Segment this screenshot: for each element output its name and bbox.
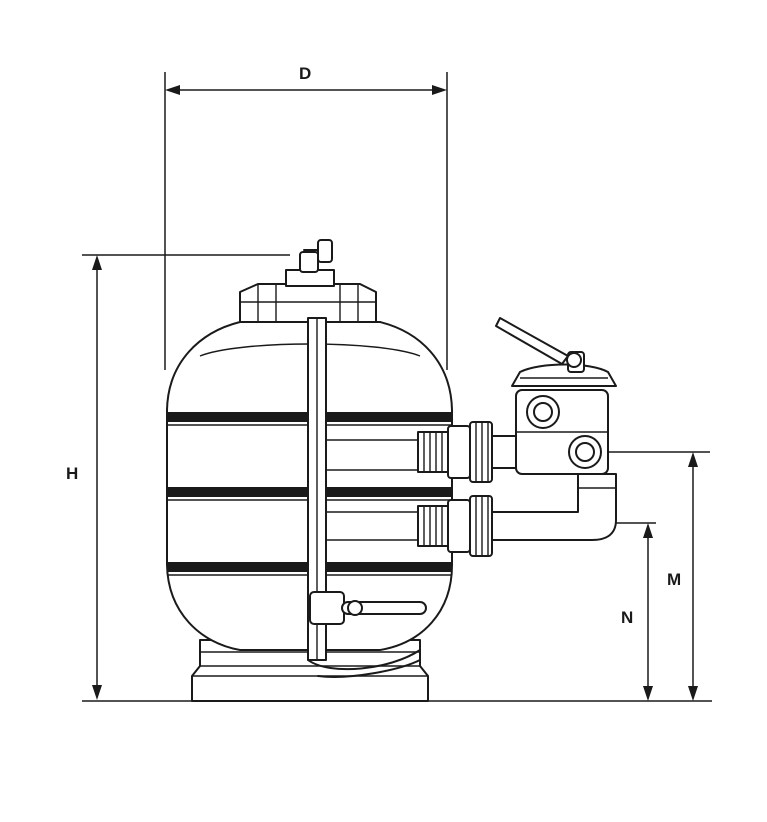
dimension-d: D [164,64,448,370]
label-d: D [299,64,311,83]
tank-lid [239,283,377,323]
label-h: H [66,464,78,483]
drain-valve-icon [309,591,427,625]
upper-port-connector [417,421,517,483]
tank-base [191,639,429,702]
label-m: M [667,570,681,589]
return-pipe [491,473,617,541]
filter-tank [166,239,453,702]
air-release-valve-icon [299,239,333,273]
multiport-valve [511,351,617,475]
valve-handle-icon [495,317,582,368]
dimension-h: H [66,254,290,700]
lower-port-connector [417,495,493,557]
dimension-n: N [600,522,656,701]
label-n: N [621,608,633,627]
dimension-m: M [605,451,710,701]
